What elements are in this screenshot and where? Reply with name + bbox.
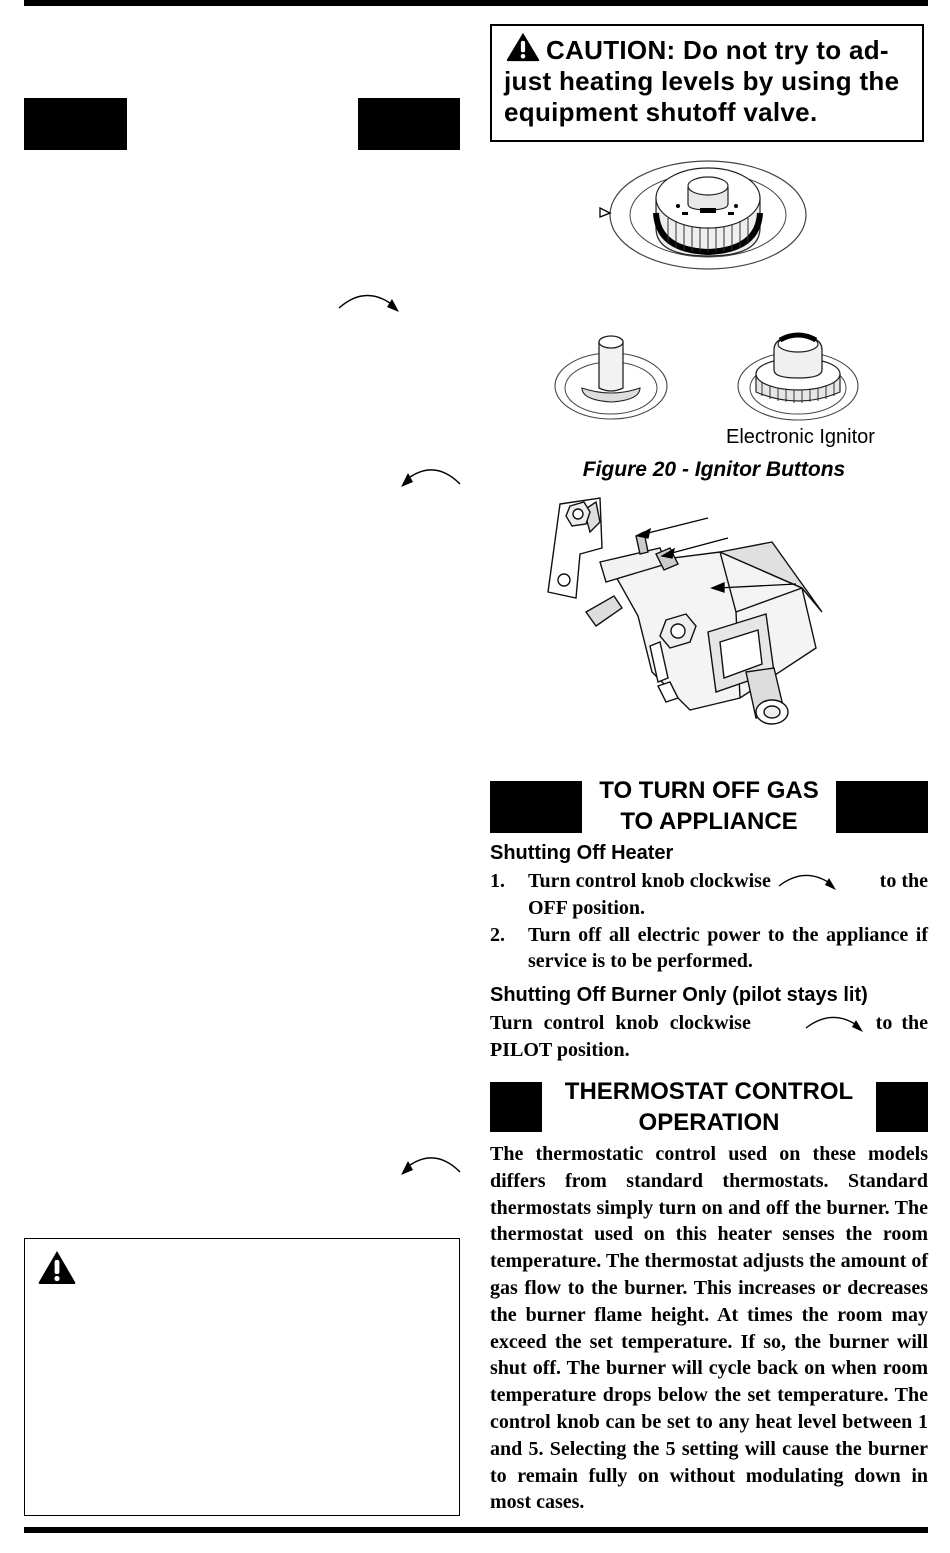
ignitor-buttons-illustration (554, 332, 859, 421)
redacted-heading-block-left (24, 98, 127, 150)
thermostat-heading-line-2: OPERATION (638, 1109, 780, 1136)
redacted-heading-block-left (490, 781, 582, 833)
redacted-heading-block-right (836, 781, 928, 833)
list-item: 2. Turn off all electric power to the ap… (490, 922, 928, 976)
step-1-text-a: Turn control knob clockwise (528, 870, 771, 892)
step-1-text-b: to the (879, 870, 928, 892)
caution-text-line-2: just heating levels by using the (504, 66, 900, 96)
burner-line-1: Turn control knob clockwise to the (490, 1010, 928, 1037)
redacted-heading-block-left (490, 1082, 542, 1132)
shutting-off-steps: 1. Turn control knob clockwise to the OF… (490, 868, 928, 975)
thermostat-body-text: The thermostatic control used on these m… (490, 1143, 928, 1514)
shutting-off-burner-text: Turn control knob clockwise to the PILOT… (490, 1010, 928, 1064)
counterclockwise-arrow-icon (401, 469, 461, 487)
step-2-text: Turn off all electric power to the appli… (528, 923, 928, 973)
top-rule (24, 0, 928, 6)
gas-control-valve-illustration (547, 497, 823, 725)
step-1-text-c: OFF position. (528, 896, 646, 919)
clockwise-arrow-icon (805, 1017, 863, 1033)
bottom-rule (24, 1527, 928, 1533)
thermostat-control-heading: THERMOSTAT CONTROL OPERATION (542, 1076, 876, 1138)
turn-off-gas-heading: TO TURN OFF GAS TO APPLIANCE (582, 775, 836, 837)
caution-text-line-3: equipment shutoff valve. (504, 97, 818, 127)
figure-20-caption: Figure 20 - Ignitor Buttons (582, 458, 846, 481)
clockwise-arrow-icon (338, 294, 399, 312)
warning-triangle-icon (506, 32, 540, 62)
electronic-ignitor-label: Electronic Ignitor (726, 426, 875, 448)
warning-triangle-icon (38, 1251, 76, 1284)
step-number: 2. (490, 923, 505, 946)
counterclockwise-arrow-icon (401, 1157, 461, 1175)
clockwise-arrow-icon (778, 875, 836, 891)
shutting-off-heater-subhead: Shutting Off Heater (490, 842, 674, 864)
caution-line-1: CAUTION: Do not try to ad- (504, 32, 912, 66)
redacted-heading-block-right (876, 1082, 928, 1132)
thermostat-heading-line-1: THERMOSTAT CONTROL (564, 1078, 854, 1105)
turn-off-heading-line-1: TO TURN OFF GAS (599, 777, 819, 804)
turn-off-heading-line-2: TO APPLIANCE (620, 808, 798, 835)
burner-text-b: to the (875, 1012, 928, 1034)
warning-box (24, 1238, 460, 1516)
shutting-off-burner-subhead: Shutting Off Burner Only (pilot stays li… (490, 984, 868, 1006)
caution-box: CAUTION: Do not try to ad- just heating … (490, 24, 924, 142)
step-1-line: Turn control knob clockwise to the (528, 868, 928, 895)
step-number: 1. (490, 870, 505, 892)
burner-text-c: PILOT position. (490, 1038, 630, 1061)
redacted-heading-block-right (358, 98, 460, 150)
caution-text-line-1: CAUTION: Do not try to ad- (546, 35, 889, 65)
control-knob-illustration (599, 160, 807, 270)
burner-text-a: Turn control knob clockwise (490, 1012, 751, 1034)
list-item: 1. Turn control knob clockwise to the OF… (490, 868, 928, 922)
